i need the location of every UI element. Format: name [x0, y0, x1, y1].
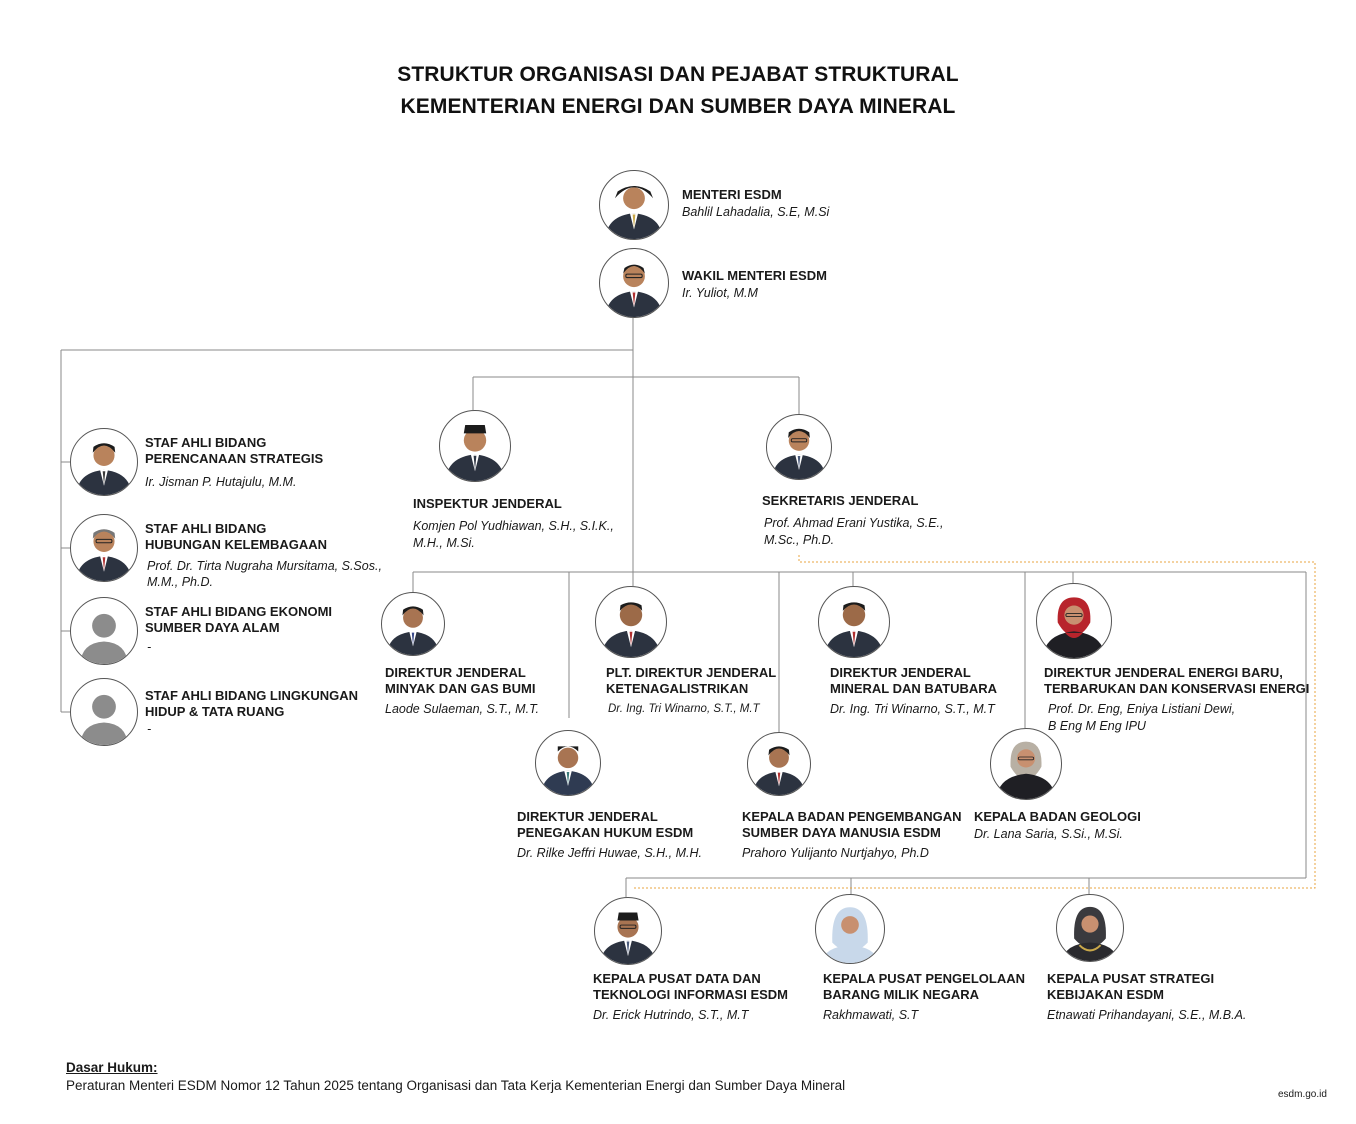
- pusat-pusdatin-name: Dr. Erick Hutrindo, S.T., M.T: [593, 1008, 749, 1022]
- staf-ahli-2-role-1: STAF AHLI BIDANG: [145, 521, 267, 536]
- badan-gakkum-role-2: PENEGAKAN HUKUM ESDM: [517, 825, 694, 840]
- dirjen-gatrik-role-2: KETENAGALISTRIKAN: [606, 681, 749, 696]
- badan-bpsdm-role-2: SUMBER DAYA MANUSIA ESDM: [742, 825, 941, 840]
- staf-ahli-1-name: Ir. Jisman P. Hutajulu, M.M.: [145, 475, 297, 489]
- irjen-name-1: Komjen Pol Yudhiawan, S.H., S.I.K.,: [413, 519, 614, 533]
- staf-ahli-4-role-1: STAF AHLI BIDANG LINGKUNGAN: [145, 688, 359, 703]
- staf-ahli-perencanaan-avatar: [70, 428, 138, 496]
- sekjen-name-1: Prof. Ahmad Erani Yustika, S.E.,: [764, 516, 944, 530]
- dirjen-ebtke-role-2: TERBARUKAN DAN KONSERVASI ENERGI: [1044, 681, 1310, 696]
- kepala-geologi-avatar: [990, 728, 1062, 800]
- kepala-bpsdm-avatar: [747, 732, 811, 796]
- staf-ahli-1-role-2: PERENCANAAN STRATEGIS: [145, 451, 324, 466]
- dirjen-gatrik-role-1: PLT. DIREKTUR JENDERAL: [606, 665, 777, 680]
- dirjen-gatrik-avatar: [595, 586, 667, 658]
- badan-gakkum-role-1: DIREKTUR JENDERAL: [517, 809, 658, 824]
- dirjen-ebtke-name-1: Prof. Dr. Eng, Eniya Listiani Dewi,: [1048, 702, 1236, 716]
- staf-ahli-3-name: -: [147, 640, 152, 654]
- staf-ahli-lingkungan-avatar: [70, 678, 138, 746]
- dirjen-gatrik-name: Dr. Ing. Tri Winarno, S.T., M.T: [608, 703, 760, 715]
- dirjen-minerba-role-1: DIREKTUR JENDERAL: [830, 665, 971, 680]
- staf-ahli-4-name: -: [147, 722, 152, 736]
- badan-bpsdm-name: Prahoro Yulijanto Nurtjahyo, Ph.D: [742, 846, 929, 860]
- staf-ahli-ekonomi-avatar: [70, 597, 138, 665]
- dirjen-minerba-name: Dr. Ing. Tri Winarno, S.T., M.T: [830, 702, 995, 716]
- irjen-avatar: [439, 410, 511, 482]
- sekjen-name-2: M.Sc., Ph.D.: [764, 533, 835, 547]
- legal-basis-heading: Dasar Hukum:: [66, 1060, 158, 1075]
- pusat-pusdatin-role-2: TEKNOLOGI INFORMASI ESDM: [593, 987, 788, 1002]
- staf-ahli-3-role-2: SUMBER DAYA ALAM: [145, 620, 280, 635]
- pusat-bmn-name: Rakhmawati, S.T: [823, 1008, 919, 1022]
- kepala-pusat-strategi-avatar: [1056, 894, 1124, 962]
- wamen-role: WAKIL MENTERI ESDM: [682, 268, 827, 283]
- kepala-pusat-bmn-avatar: [815, 894, 885, 964]
- chart-title-line-1: STRUKTUR ORGANISASI DAN PEJABAT STRUKTUR…: [397, 63, 959, 86]
- irjen-name-2: M.H., M.Si.: [413, 536, 475, 550]
- dirjen-ebtke-avatar: [1036, 583, 1112, 659]
- menteri-role: MENTERI ESDM: [682, 187, 782, 202]
- sekjen-avatar: [766, 414, 832, 480]
- staf-ahli-2-role-2: HUBUNGAN KELEMBAGAAN: [145, 537, 327, 552]
- dirjen-migas-name: Laode Sulaeman, S.T., M.T.: [385, 702, 540, 716]
- staf-ahli-1-role-1: STAF AHLI BIDANG: [145, 435, 267, 450]
- dirjen-migas-avatar: [381, 592, 445, 656]
- chart-title-line-2: KEMENTERIAN ENERGI DAN SUMBER DAYA MINER…: [400, 95, 956, 118]
- menteri-name: Bahlil Lahadalia, S.E, M.Si: [682, 205, 830, 219]
- pusat-bmn-role-2: BARANG MILIK NEGARA: [823, 987, 979, 1002]
- staf-ahli-3-role-1: STAF AHLI BIDANG EKONOMI: [145, 604, 333, 619]
- pusat-strategi-role-1: KEPALA PUSAT STRATEGI: [1047, 971, 1215, 986]
- dirjen-migas-role-2: MINYAK DAN GAS BUMI: [385, 681, 536, 696]
- kepala-pusdatin-avatar: [594, 897, 662, 965]
- sekjen-role: SEKRETARIS JENDERAL: [762, 493, 919, 508]
- wamen-avatar: [599, 248, 669, 318]
- staf-ahli-hubungan-avatar: [70, 514, 138, 582]
- wamen-name: Ir. Yuliot, M.M: [682, 286, 758, 300]
- staf-ahli-2-name-1: Prof. Dr. Tirta Nugraha Mursitama, S.Sos…: [147, 559, 382, 573]
- website-label: esdm.go.id: [1278, 1089, 1327, 1100]
- dirjen-migas-role-1: DIREKTUR JENDERAL: [385, 665, 526, 680]
- staf-ahli-2-name-2: M.M., Ph.D.: [147, 575, 213, 589]
- legal-basis-text: Peraturan Menteri ESDM Nomor 12 Tahun 20…: [66, 1078, 846, 1093]
- dirjen-gakkum-avatar: [535, 730, 601, 796]
- pusat-strategi-name: Etnawati Prihandayani, S.E., M.B.A.: [1047, 1008, 1247, 1022]
- badan-geologi-name: Dr. Lana Saria, S.Si., M.Si.: [974, 827, 1123, 841]
- pusat-strategi-role-2: KEBIJAKAN ESDM: [1047, 987, 1165, 1002]
- menteri-avatar: [599, 170, 669, 240]
- dirjen-ebtke-name-2: B Eng M Eng IPU: [1048, 719, 1146, 733]
- pusat-bmn-role-1: KEPALA PUSAT PENGELOLAAN: [823, 971, 1025, 986]
- badan-geologi-role: KEPALA BADAN GEOLOGI: [974, 809, 1141, 824]
- dirjen-minerba-avatar: [818, 586, 890, 658]
- staf-ahli-4-role-2: HIDUP & TATA RUANG: [145, 704, 285, 719]
- badan-bpsdm-role-1: KEPALA BADAN PENGEMBANGAN: [742, 809, 962, 824]
- badan-gakkum-name: Dr. Rilke Jeffri Huwae, S.H., M.H.: [517, 846, 702, 860]
- pusat-pusdatin-role-1: KEPALA PUSAT DATA DAN: [593, 971, 761, 986]
- irjen-role: INSPEKTUR JENDERAL: [413, 496, 562, 511]
- dirjen-minerba-role-2: MINERAL DAN BATUBARA: [830, 681, 998, 696]
- dirjen-ebtke-role-1: DIREKTUR JENDERAL ENERGI BARU,: [1044, 665, 1283, 680]
